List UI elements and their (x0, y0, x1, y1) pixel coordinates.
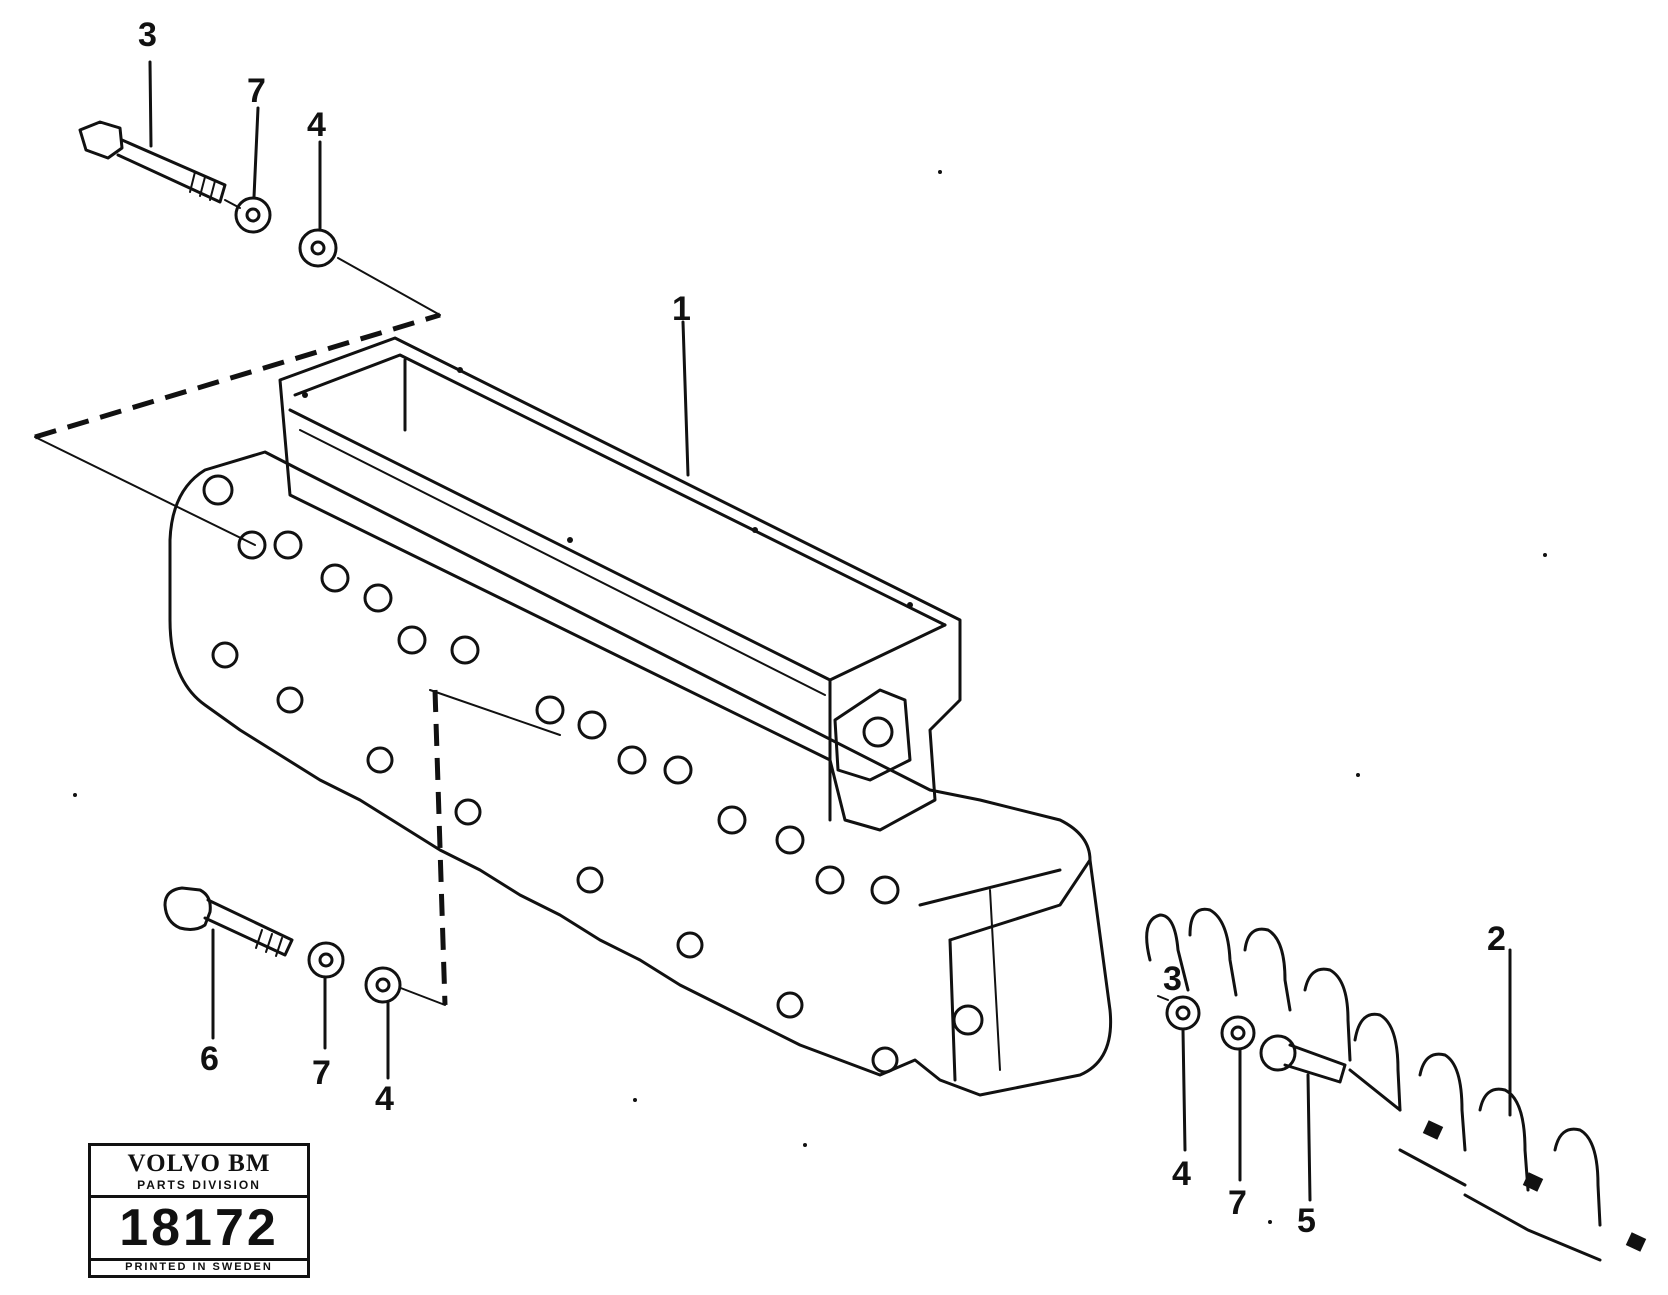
assembly-line-bottom (432, 689, 448, 1006)
callout-6: 6 (200, 1040, 219, 1078)
callout-4-bottom: 4 (375, 1080, 394, 1118)
stamp-divider (91, 1258, 307, 1261)
callout-3-top: 3 (138, 16, 157, 54)
stamp-number: 18172 (119, 1199, 279, 1257)
bottom-bolt-group (163, 886, 402, 1004)
top-bolt-group (78, 120, 338, 268)
manifold-housing (168, 336, 1113, 1097)
leader-lines (148, 60, 1512, 1202)
heater-element-group (1145, 907, 1647, 1262)
parts-division-stamp: VOLVO BM PARTS DIVISION 18172 PRINTED IN… (88, 1143, 310, 1278)
callout-1: 1 (672, 290, 691, 328)
callout-5: 5 (1297, 1202, 1316, 1240)
callout-3-right: 3 (1163, 960, 1182, 998)
stamp-printed: PRINTED IN SWEDEN (125, 1261, 273, 1273)
stamp-brand: VOLVO BM (127, 1150, 271, 1177)
callout-4-top: 4 (307, 106, 326, 144)
callout-7-top: 7 (247, 72, 266, 110)
manifold-bolt-bosses (202, 474, 984, 1074)
callout-2: 2 (1487, 920, 1506, 958)
stamp-divider (91, 1195, 307, 1198)
callout-7-right: 7 (1228, 1184, 1247, 1222)
callout-7-bottom: 7 (312, 1054, 331, 1092)
callout-4-right: 4 (1172, 1155, 1191, 1193)
stamp-division: PARTS DIVISION (137, 1178, 261, 1192)
assembly-line-top (34, 312, 441, 440)
